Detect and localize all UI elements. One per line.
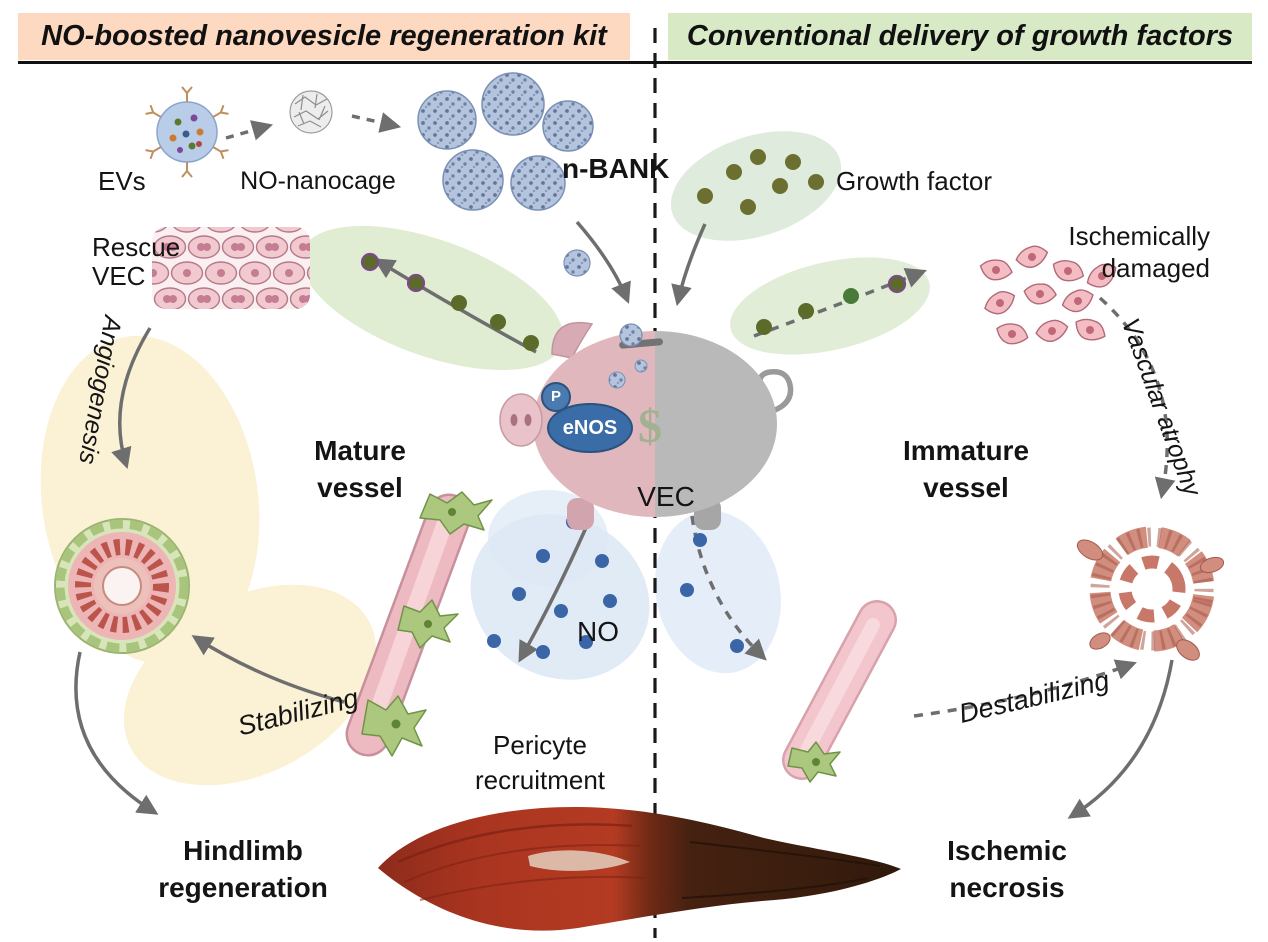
evs-label: EVs (98, 166, 146, 196)
flow-arrows (74, 112, 1176, 819)
piggy-bank (499, 321, 794, 530)
ischemically-damaged-line2: damaged (1101, 253, 1210, 283)
immature-vessel-line2: vessel (923, 472, 1009, 503)
rescue-vec-cell-sheet (152, 227, 310, 309)
muscle-tendon (528, 850, 630, 871)
rescue-vec-label-line2: VEC (92, 261, 146, 291)
nbank-particle-inside (634, 359, 648, 373)
hindlimb-line1: Hindlimb (183, 835, 303, 866)
arrow-no-release-left (518, 513, 594, 663)
left-panel-title: NO-boosted nanovesicle regeneration kit (41, 20, 607, 52)
no-nanocage-label: NO-nanocage (240, 167, 396, 195)
pericyte-recruitment-label: Pericyte recruitment (475, 728, 605, 798)
arrow-evs-to-nanocage (225, 120, 274, 141)
n-bank-cluster (417, 72, 594, 211)
hindlimb-regeneration-label: Hindlimb regeneration (158, 832, 328, 906)
no-molecules-right (680, 533, 744, 653)
arrow-stabilizing (191, 635, 345, 704)
enos-text: eNOS (562, 417, 618, 439)
immature-vessel-line1: Immature (902, 435, 1030, 466)
no-nanocage-illustration (289, 90, 333, 134)
piggy-body-right (655, 331, 777, 517)
mature-vessel-line2: vessel (317, 472, 403, 503)
nbank-particle-at-slot (619, 323, 643, 347)
ev-secretion-halo (300, 225, 564, 371)
vec-label: VEC (637, 481, 695, 512)
growth-factor-particles (697, 149, 824, 215)
right-panel-title: Conventional delivery of growth factors (686, 20, 1234, 52)
enos-badge (547, 403, 633, 453)
arrow-vascular-atrophy (1098, 296, 1176, 500)
immature-vessel-tube (782, 600, 897, 783)
nbank-particle-inside (608, 371, 626, 389)
hindlimb-muscle (378, 806, 901, 931)
ischemically-damaged-label: Ischemically damaged (1048, 220, 1210, 284)
pericyte-cell (419, 491, 493, 535)
arrow-angiogenesis (111, 327, 152, 470)
header-underline (18, 61, 1252, 64)
piggy-leg-left (567, 498, 594, 530)
growth-factor-halo (670, 131, 842, 241)
no-label: NO (577, 616, 619, 647)
yellow-halo-lower (123, 584, 377, 786)
atrophied-vessel-cross-section (1076, 526, 1225, 661)
pericyte-line2: recruitment (474, 765, 606, 795)
muscle-body (378, 806, 901, 931)
piggy-snout (499, 393, 543, 447)
piggy-ear (551, 321, 594, 359)
dollar-sign: $ (638, 400, 662, 453)
no-halo-right (655, 510, 781, 674)
mature-vessel-cross-section (54, 518, 190, 654)
n-bank-label: n-BANK (562, 153, 670, 184)
ischemic-necrosis-line1: Ischemic (947, 835, 1067, 866)
falling-nbank-particle (563, 249, 591, 277)
phospho-text: P (550, 388, 562, 405)
mature-vessel-line1: Mature (314, 435, 406, 466)
right-panel-title-banner: Conventional delivery of growth factors (668, 13, 1252, 60)
arrow-to-hindlimb (74, 651, 159, 815)
ischemically-damaged-line1: Ischemically (1068, 221, 1210, 251)
arrow-growthfactor-to-piggy (671, 223, 707, 307)
hindlimb-line2: regeneration (158, 872, 328, 903)
immature-vessel-label: Immature vessel (903, 432, 1029, 506)
secreted-ev-particles (360, 252, 539, 351)
antibody-icons (145, 86, 229, 178)
piggy-tail (757, 369, 794, 415)
phospho-badge (541, 382, 571, 412)
left-panel-title-banner: NO-boosted nanovesicle regeneration kit (18, 13, 630, 60)
ischemic-necrosis-line2: necrosis (949, 872, 1065, 903)
ischemic-necrosis-label: Ischemic necrosis (947, 832, 1067, 906)
mature-vessel-label: Mature vessel (314, 432, 406, 506)
rescue-vec-label-line1: Rescue (92, 232, 181, 262)
rescue-vec-label: Rescue VEC (92, 233, 180, 291)
pericyte-line1: Pericyte (493, 730, 587, 760)
arrow-nanocage-to-nbank (351, 112, 402, 133)
arrow-to-necrosis (1067, 659, 1174, 819)
growth-factor-trail-halo (730, 257, 930, 355)
evs-vesicle-illustration (145, 86, 229, 178)
arrow-nbank-to-piggy (575, 220, 631, 304)
damaged-cell-cluster (979, 245, 1117, 345)
growth-factor-label: Growth factor (836, 166, 993, 196)
growth-factor-trail-particles (756, 274, 907, 335)
mature-vessel-tube (345, 491, 493, 757)
